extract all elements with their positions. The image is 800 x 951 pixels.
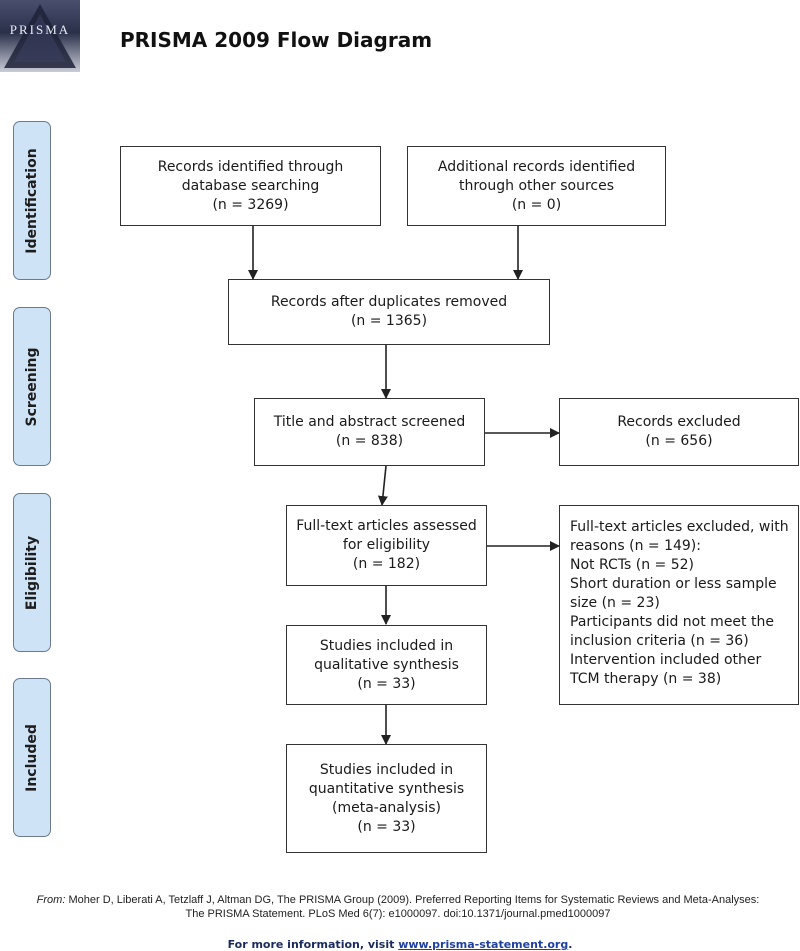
box-line: qualitative synthesis (314, 656, 459, 673)
box-line: Records after duplicates removed (270, 294, 508, 310)
box-records-excluded: Records excluded (n = 656) (559, 398, 799, 466)
box-line: reasons (n = 149): (570, 538, 701, 554)
citation: From: Moher D, Liberati A, Tetzlaff J, A… (28, 893, 768, 921)
box-line: Records identified through (157, 158, 344, 175)
citation-journal: PLoS Med 6(7): e1000097. doi:10.1371/jou… (308, 908, 611, 920)
box-line: Short duration or less sample (570, 576, 777, 592)
box-database-searching: Records identified through database sear… (120, 146, 381, 226)
box-line: Title and abstract screened (273, 414, 466, 430)
box-line: Intervention included other (570, 652, 762, 668)
stage-included: Included (13, 678, 51, 837)
box-line: Additional records identified (437, 158, 636, 175)
box-line: (n = 33) (357, 675, 416, 692)
citation-authors: Moher D, Liberati A, Tetzlaff J, Altman … (68, 894, 413, 906)
box-other-sources: Additional records identified through ot… (407, 146, 666, 226)
box-line: through other sources (459, 177, 614, 194)
box-line: database searching (181, 177, 320, 194)
box-line: (n = 0) (511, 196, 562, 213)
logo-triangle-icon (4, 4, 76, 68)
box-line: for eligibility (342, 537, 431, 553)
footer-suffix: . (568, 938, 573, 951)
box-quantitative-synthesis: Studies included in quantitative synthes… (286, 744, 487, 853)
footer-info: For more information, visit www.prisma-s… (0, 938, 800, 951)
logo-text: PRISMA (9, 22, 71, 37)
stage-screening: Screening (13, 307, 51, 466)
box-line: Not RCTs (n = 52) (570, 557, 695, 573)
box-line: (n = 1365) (350, 313, 428, 329)
box-line: Records excluded (617, 414, 741, 430)
box-line: (n = 33) (357, 818, 416, 835)
citation-title: Preferred Reporting Items for Systematic… (185, 894, 760, 920)
box-title-abstract-screened: Title and abstract screened (n = 838) (254, 398, 485, 466)
citation-from-label: From: (36, 894, 66, 906)
box-line: Studies included in (319, 637, 454, 654)
page-title: PRISMA 2009 Flow Diagram (120, 28, 433, 52)
stage-identification: Identification (13, 121, 51, 280)
box-line: inclusion criteria (n = 36) (570, 633, 749, 649)
box-line: Studies included in (319, 761, 454, 778)
box-line: (meta-analysis) (332, 799, 441, 816)
box-line: (n = 182) (352, 556, 421, 572)
box-line: size (n = 23) (570, 595, 660, 611)
arrow-screened-to-fulltext (377, 465, 388, 506)
box-line: Full-text articles excluded, with (570, 519, 789, 535)
box-line: (n = 656) (645, 433, 713, 449)
box-line: (n = 3269) (212, 196, 289, 213)
footer-prefix: For more information, visit (227, 938, 399, 951)
box-line: TCM therapy (n = 38) (570, 671, 722, 687)
box-line: (n = 838) (335, 433, 404, 449)
box-line: Full-text articles assessed (296, 518, 477, 534)
box-line: Participants did not meet the (570, 614, 774, 630)
box-fulltext-assessed: Full-text articles assessed for eligibil… (286, 505, 487, 586)
stage-eligibility: Eligibility (13, 493, 51, 652)
box-fulltext-excluded: Full-text articles excluded, with reason… (559, 505, 799, 705)
box-qualitative-synthesis: Studies included in qualitative synthesi… (286, 625, 487, 705)
prisma-website-link[interactable]: www.prisma-statement.org (398, 938, 569, 951)
box-duplicates-removed: Records after duplicates removed (n = 13… (228, 279, 550, 345)
prisma-logo: PRISMA (0, 0, 80, 72)
box-line: quantitative synthesis (308, 780, 465, 797)
